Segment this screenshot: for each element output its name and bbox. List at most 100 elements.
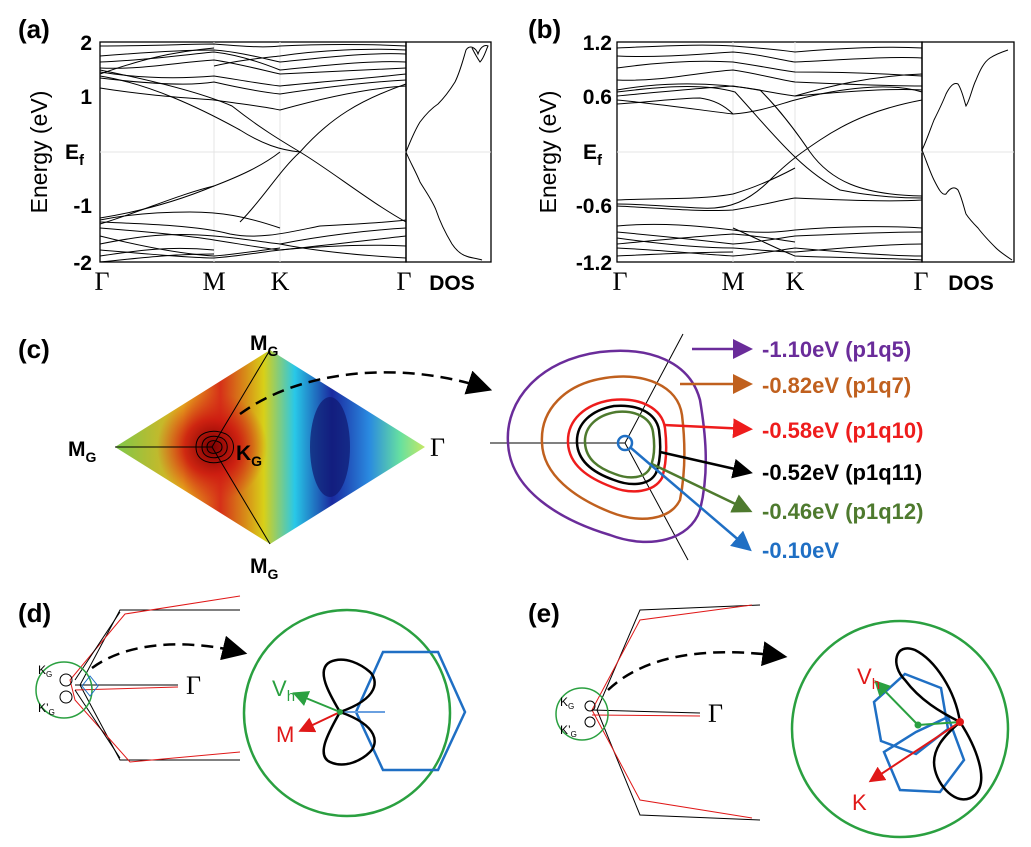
panel-e-label: (e) — [528, 598, 560, 628]
panel-b-ytick-ef: Ef — [583, 141, 603, 169]
panel-b-ytick-4: -0.6 — [576, 195, 612, 218]
panel-b-ytick-1: 1.2 — [583, 32, 612, 55]
panel-b-kpoint-gamma-1: Γ — [612, 267, 627, 296]
panel-d-origin — [337, 709, 343, 715]
bz-line-bottom — [211, 446, 271, 545]
panel-b-dos-label: DOS — [948, 272, 994, 295]
panel-e-vh-vector — [874, 680, 919, 726]
panel-a-ytick-ef: Ef — [65, 141, 85, 169]
panel-b-ylabel: Energy (eV) — [535, 91, 561, 214]
panel-a-ylabel: Energy (eV) — [26, 91, 52, 214]
legend-arrow-5 — [651, 462, 753, 513]
panel-e-kp-pocket — [584, 716, 596, 728]
bz-hotspot — [115, 350, 425, 544]
panel-a-ytick-1: 1 — [80, 86, 92, 109]
panel-e-k-vector — [868, 721, 961, 783]
bz-minimum — [310, 397, 350, 497]
contour-p1q5 — [506, 349, 707, 544]
legend-item-2: -0.82eV (p1q7) — [762, 373, 911, 398]
legend-item-3: -0.58eV (p1q10) — [762, 418, 923, 443]
panel-d-label-gamma: Γ — [186, 671, 201, 700]
panel-a-kpoint-m: M — [202, 267, 225, 296]
panel-a-ytick-2: 2 — [80, 32, 92, 55]
panel-e-label-k-vec: K — [852, 790, 867, 815]
panel-a-bands — [99, 43, 407, 263]
panel-a-dos-curve — [405, 45, 489, 261]
bz-label-m-top: MG — [250, 332, 279, 359]
panel-b-kpoint-gamma-2: Γ — [913, 267, 928, 296]
panel-d-label-vh: Vh — [272, 676, 295, 705]
panel-a-dos-label: DOS — [429, 272, 475, 295]
panel-d-zoom-circle — [242, 608, 452, 818]
panel-e-label-k: KG — [560, 695, 574, 711]
legend-item-1: -1.10eV (p1q5) — [762, 337, 911, 362]
bz-label-k: KG — [236, 442, 262, 469]
panel-d-label-kp: K’G — [38, 701, 55, 717]
contour-p1q10 — [566, 398, 668, 493]
panel-a-kpoint-gamma-1: Γ — [94, 267, 109, 296]
bz-contours — [195, 430, 234, 464]
contour-axis-top — [624, 333, 684, 444]
panel-d-m-vector — [298, 711, 341, 733]
panel-a: (a) Energy (eV) 2 1 Ef -1 -2 — [18, 14, 492, 296]
panel-d: (d) KG K’G Γ Vh M — [18, 595, 467, 818]
panel-c: (c) MG MG MG KG Γ — [18, 332, 923, 582]
panel-e-lobe-bottom — [932, 720, 983, 801]
legend-arrow-4 — [659, 450, 753, 479]
panel-e-label-kp: K’G — [560, 723, 577, 739]
panel-e-label-gamma: Γ — [708, 699, 723, 728]
contour-m010 — [616, 434, 634, 452]
panel-e-lobe-top — [895, 647, 962, 725]
panel-d-k-pocket — [59, 673, 73, 687]
panel-e: (e) KG K’G Γ Vh K — [528, 598, 1010, 839]
panel-c-label: (c) — [18, 334, 50, 364]
legend-arrow-3 — [663, 418, 753, 439]
panel-d-label-k: KG — [38, 663, 52, 679]
panel-b-dos-curve — [921, 49, 1013, 261]
panel-a-kpoint-k: K — [271, 267, 290, 296]
panel-d-vh-vector — [292, 691, 341, 713]
panel-d-lobe-bottom — [322, 710, 376, 766]
panel-b-label: (b) — [528, 14, 561, 44]
panel-d-zoom-circle-small — [35, 661, 93, 719]
zoom-arrow-c — [239, 370, 493, 416]
panel-b-ytick-5: -1.2 — [576, 252, 612, 275]
panel-e-k-pocket — [584, 700, 596, 712]
panel-e-zoom-circle — [790, 619, 1010, 839]
panel-b-bands — [616, 44, 923, 261]
panel-e-bz-lines — [591, 604, 761, 821]
panel-d-label-m: M — [276, 722, 294, 747]
legend-item-4: -0.52eV (p1q11) — [762, 460, 922, 485]
panel-e-origin-green — [914, 721, 922, 729]
panel-e-origin-red — [956, 718, 964, 726]
panel-a-label: (a) — [18, 14, 50, 44]
contour-axis-bottom — [624, 442, 689, 561]
bz-label-m-left: MG — [68, 438, 97, 465]
legend-item-6: -0.10eV — [762, 538, 839, 563]
legend-item-5: -0.46eV (p1q12) — [762, 499, 923, 524]
panel-b-kpoint-m: M — [721, 267, 744, 296]
contour-p1q7 — [540, 375, 686, 520]
zoom-arrow-e — [607, 641, 788, 691]
panel-d-lobe-top — [322, 658, 376, 714]
panel-a-kpoint-gamma-2: Γ — [396, 267, 411, 296]
contour-legend: -1.10eV (p1q5) -0.82eV (p1q7) -0.58eV (p… — [762, 337, 923, 563]
panel-d-small-hex — [81, 675, 99, 697]
panel-d-label: (d) — [18, 598, 51, 628]
fermi-contours — [490, 333, 753, 561]
panel-a-ytick-m1: -1 — [73, 195, 92, 218]
panel-b: (b) Energy (eV) 1.2 0.6 Ef -0.6 -1.2 — [528, 14, 1015, 296]
panel-b-kpoint-k: K — [786, 267, 805, 296]
contour-p1q12 — [583, 410, 656, 479]
panel-d-bz-lines — [69, 595, 241, 763]
bz-label-m-bottom: MG — [250, 555, 279, 582]
bz-label-gamma: Γ — [430, 433, 445, 462]
panel-e-zoom-circle-small — [555, 687, 609, 741]
brillouin-zone-map — [115, 349, 425, 545]
zoom-arrow-d — [91, 635, 248, 670]
panel-b-ytick-2: 0.6 — [583, 86, 612, 109]
bz-line-top — [211, 349, 271, 448]
panel-e-hexagon-upper — [872, 672, 950, 756]
panel-a-ytick-m2: -2 — [73, 252, 92, 275]
